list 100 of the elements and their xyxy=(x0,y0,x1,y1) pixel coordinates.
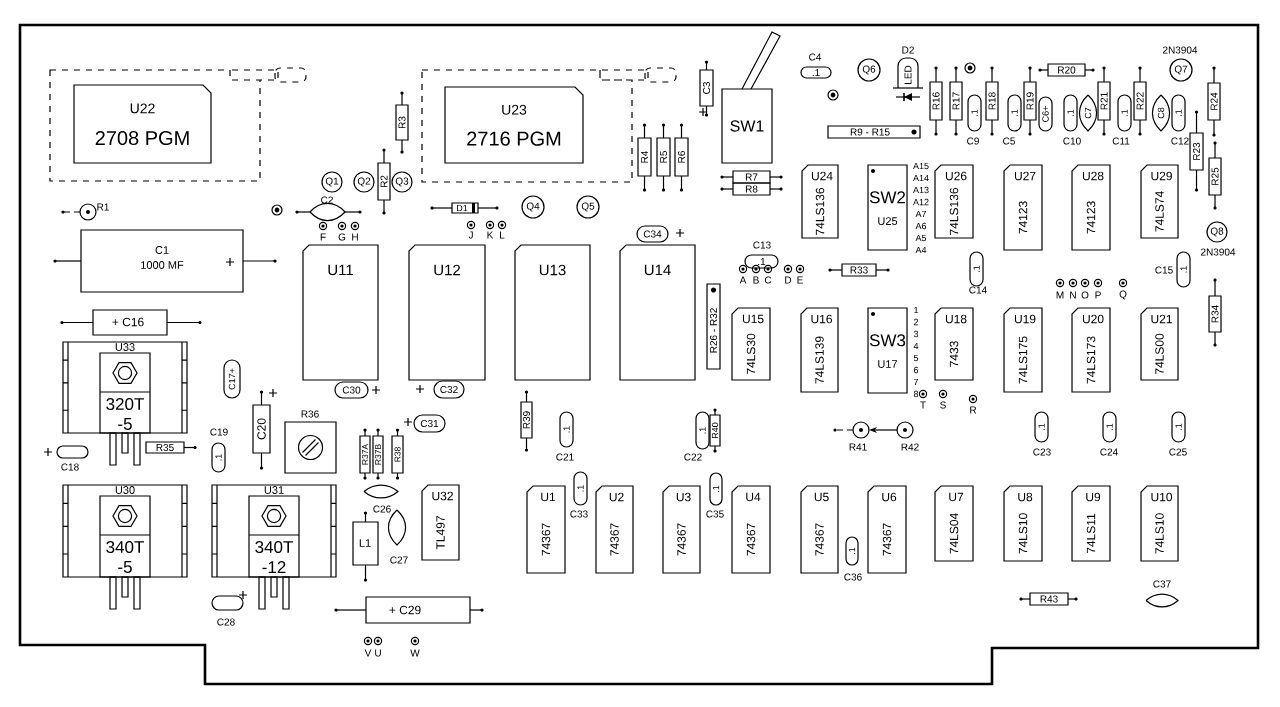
pin-label: M xyxy=(1056,291,1064,299)
component-label: C28 xyxy=(217,618,235,626)
pin-label: A7 xyxy=(915,210,927,218)
capacitor xyxy=(295,202,362,222)
pin-label: Q xyxy=(1119,290,1127,300)
socket-lever xyxy=(644,67,677,83)
voltage-regulator: U30 340T -5 xyxy=(62,484,188,610)
ic-chip: U2 74367 xyxy=(595,485,634,574)
component-label: C22 xyxy=(684,453,702,461)
resistor: R26 - R32 xyxy=(706,283,721,370)
pin-label: W xyxy=(410,649,420,657)
pin-label: F xyxy=(320,233,326,241)
resistor: R7 xyxy=(720,170,783,184)
component-label: C2 xyxy=(321,196,333,204)
ic-chip: U13 xyxy=(514,244,591,381)
ic-chip: U10 74LS10 xyxy=(1140,485,1179,562)
capacitor: + C29 xyxy=(334,596,484,624)
pin-label: S xyxy=(940,401,946,409)
eprom-chip: U22 2708 PGM xyxy=(73,84,212,164)
ic-chip: U3 74367 xyxy=(662,485,701,574)
capacitor: C17+ xyxy=(223,359,241,399)
capacitor: .1 xyxy=(695,411,710,450)
terminal-pad xyxy=(61,203,97,221)
capacitor: C7 xyxy=(1078,94,1098,132)
capacitor: .1 xyxy=(709,472,723,506)
capacitor xyxy=(56,445,89,459)
ic-chip: U19 74LS175 xyxy=(1003,307,1043,393)
voltage-regulator: U31 340T -12 xyxy=(211,484,337,610)
component-label: C4 xyxy=(809,53,822,61)
component-label: C5 xyxy=(1003,137,1015,145)
transistor: Q8 xyxy=(1206,221,1228,243)
resistor: R39 xyxy=(520,390,533,452)
resistor: R19 xyxy=(1023,66,1037,136)
component-label: C11 xyxy=(1112,137,1130,145)
pin-label: A13 xyxy=(913,186,929,194)
pin-label: B xyxy=(753,276,759,284)
component-label: C26 xyxy=(373,505,391,513)
pin-label: L xyxy=(500,231,505,239)
pin-label: T xyxy=(920,401,926,409)
led: LED xyxy=(892,57,924,102)
capacitor: + C16 xyxy=(60,309,202,336)
terminal-pad xyxy=(896,421,914,439)
transistor: Q6 xyxy=(857,58,881,82)
component-label: C24 xyxy=(1100,448,1118,456)
pin-label: A12 xyxy=(913,198,929,206)
capacitor: .1 xyxy=(969,251,984,287)
component-label: C33 xyxy=(570,510,588,518)
resistor: R18 xyxy=(985,66,999,136)
capacitor xyxy=(1145,593,1179,608)
pin-label: A14 xyxy=(913,174,929,182)
pin-label: A6 xyxy=(915,222,927,230)
capacitor: .1 xyxy=(1007,94,1022,132)
ic-chip: U7 74LS04 xyxy=(934,485,974,562)
transistor: Q5 xyxy=(576,195,600,219)
socket-lever xyxy=(274,67,307,83)
ic-chip: U21 74LS00 xyxy=(1140,307,1179,381)
pin-label: E xyxy=(797,276,803,284)
transistor: Q2 xyxy=(353,171,375,193)
pin-label: 6 xyxy=(914,366,919,374)
component-label: C14 xyxy=(969,286,987,294)
part-number: 2N3904 xyxy=(1201,248,1236,256)
capacitor: C31 xyxy=(413,414,446,433)
capacitor: .1 xyxy=(1102,411,1117,443)
component-label: C23 xyxy=(1033,448,1051,456)
resistor: R43 xyxy=(1019,592,1078,606)
transistor: Q7 xyxy=(1169,58,1193,82)
pin-label: H xyxy=(352,233,358,241)
component-label: R42 xyxy=(901,443,919,451)
eprom-chip: U23 2716 PGM xyxy=(444,86,584,164)
resistor: R6 xyxy=(674,123,689,192)
ic-chip: U5 74367 xyxy=(800,485,839,574)
dip-switch: SW2 U25 xyxy=(867,164,908,251)
capacitor xyxy=(211,595,244,611)
ic-chip: U4 74367 xyxy=(731,485,771,574)
transistor: Q1 xyxy=(321,171,343,193)
capacitor: .1 xyxy=(845,536,859,566)
resistor: R25 xyxy=(1208,141,1222,210)
resistor: R34 xyxy=(1208,278,1222,347)
resistor: R16 xyxy=(929,66,943,136)
capacitor: .1 xyxy=(1063,94,1078,132)
capacitor: C1 1000 MF xyxy=(53,229,277,293)
capacitor: .1 xyxy=(800,66,832,79)
ic-chip: U24 74LS136 xyxy=(801,164,839,239)
ic-chip: U11 xyxy=(302,244,379,381)
diode: D1 xyxy=(430,202,499,214)
ic-chip: U26 74LS136 xyxy=(934,164,974,239)
capacitor: .1 xyxy=(1171,411,1186,443)
pin-label: J xyxy=(468,231,473,239)
component-label: C19 xyxy=(210,428,228,436)
resistor: R3 xyxy=(395,91,409,154)
ic-chip: U32 TL497 xyxy=(421,484,460,561)
resistor: R35 xyxy=(145,441,197,454)
pin-label: A xyxy=(739,276,747,284)
capacitor: C3 xyxy=(699,60,714,117)
component-label: C18 xyxy=(61,463,79,471)
resistor: R2 xyxy=(377,148,391,215)
pin-label: K xyxy=(487,231,494,239)
resistor: R20 xyxy=(1038,63,1095,77)
component-label: C36 xyxy=(844,573,862,581)
transistor: Q3 xyxy=(391,171,413,193)
